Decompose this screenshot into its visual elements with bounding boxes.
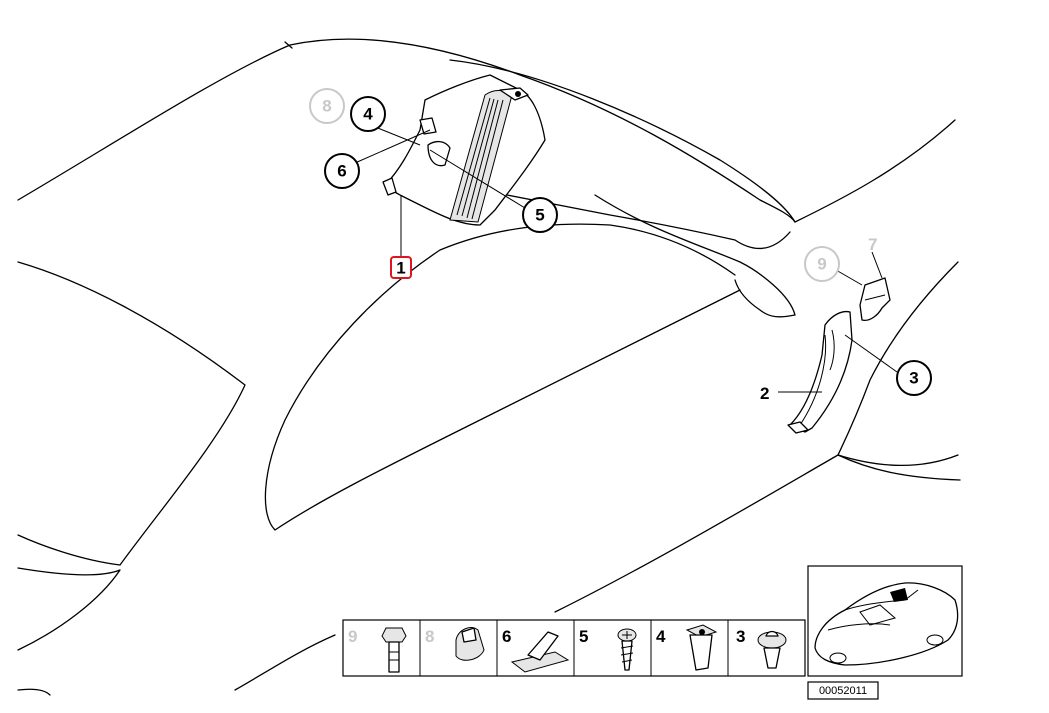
car-locator-thumbnail <box>807 565 963 677</box>
svg-text:00052011: 00052011 <box>819 685 867 697</box>
svg-text:4: 4 <box>656 627 666 646</box>
part-1-pillar-trim <box>382 74 546 226</box>
legend-item-4[interactable]: 4 <box>656 624 718 671</box>
callout-2[interactable]: 2 <box>760 384 769 403</box>
callout-8[interactable]: 8 <box>309 88 345 124</box>
flat-clip-icon <box>510 631 570 673</box>
svg-text:7: 7 <box>868 235 877 254</box>
bolt-icon <box>381 627 407 673</box>
cap-clip-icon <box>455 627 485 661</box>
callout-3[interactable]: 3 <box>896 360 932 396</box>
svg-text:5: 5 <box>535 206 544 225</box>
svg-text:6: 6 <box>502 627 511 646</box>
screw-icon <box>617 628 637 671</box>
svg-text:1: 1 <box>396 259 405 278</box>
belt-guide-ribs <box>456 97 504 220</box>
legend-item-6[interactable]: 6 <box>502 627 570 673</box>
legend-item-3[interactable]: 3 <box>736 627 787 669</box>
callout-5[interactable]: 5 <box>522 197 558 233</box>
svg-text:3: 3 <box>736 627 745 646</box>
svg-text:3: 3 <box>909 369 918 388</box>
leader-lines <box>354 119 898 393</box>
callout-1-highlighted[interactable]: 1 <box>390 256 412 279</box>
svg-text:6: 6 <box>337 162 346 181</box>
diagram-id-label: 00052011 <box>807 681 879 700</box>
push-clip-icon <box>757 630 787 669</box>
legend-item-8[interactable]: 8 <box>425 627 485 661</box>
legend-item-5[interactable]: 5 <box>579 627 637 671</box>
svg-text:9: 9 <box>348 627 357 646</box>
svg-text:4: 4 <box>363 105 373 124</box>
svg-text:8: 8 <box>425 627 434 646</box>
callout-7[interactable]: 7 <box>868 235 877 254</box>
expansion-nut-icon <box>685 624 718 671</box>
fastener-legend: 9 8 6 5 <box>342 619 806 677</box>
callout-4[interactable]: 4 <box>350 96 386 132</box>
svg-text:8: 8 <box>322 97 331 116</box>
callout-6[interactable]: 6 <box>324 153 360 189</box>
part-2-sill-trim <box>787 310 853 434</box>
legend-item-9[interactable]: 9 <box>348 627 407 673</box>
svg-text:9: 9 <box>817 255 826 274</box>
car-thumbnail-icon <box>814 582 959 666</box>
callout-9[interactable]: 9 <box>804 246 840 282</box>
part-7-clip <box>859 277 891 321</box>
svg-text:2: 2 <box>760 384 769 403</box>
svg-text:5: 5 <box>579 627 588 646</box>
